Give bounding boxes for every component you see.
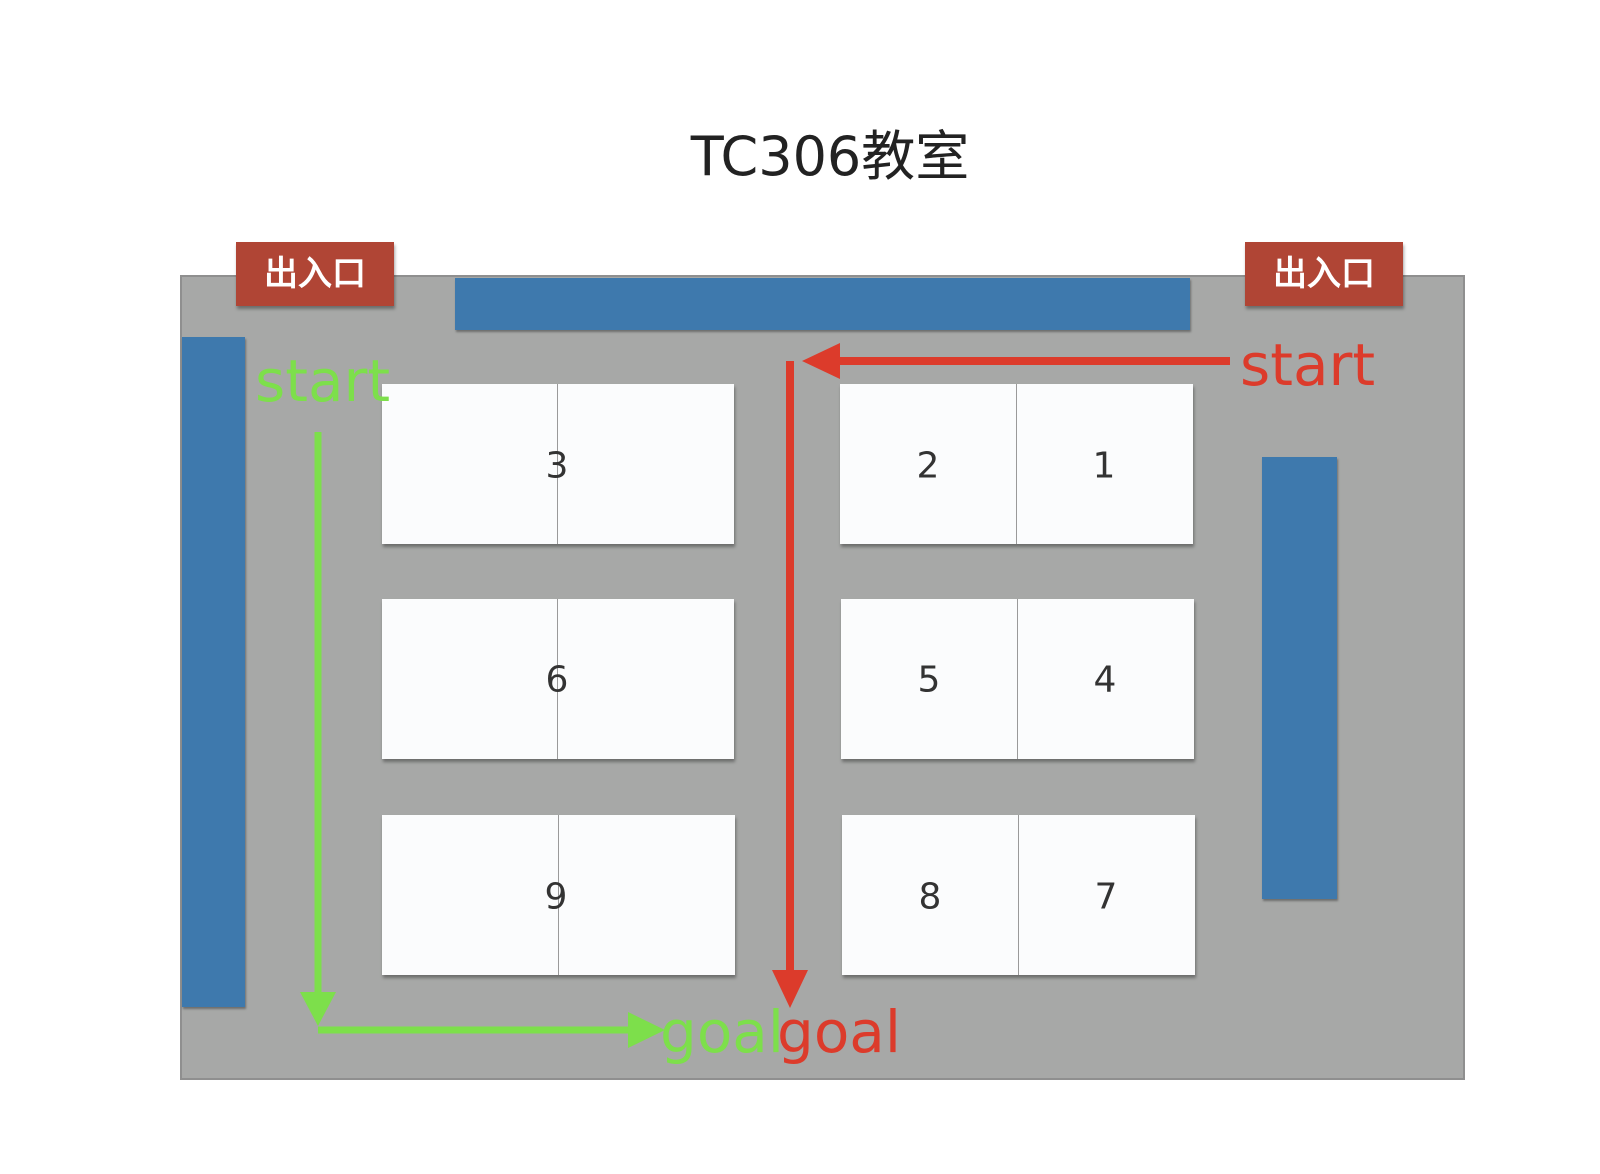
red-start-label: start <box>1240 331 1376 399</box>
table-label: 6 <box>545 659 569 701</box>
table-label: 9 <box>544 876 568 918</box>
table-6: 6 <box>382 599 734 759</box>
table-divider <box>1017 599 1018 759</box>
table-divider <box>1018 815 1019 975</box>
table-label: 5 <box>917 659 941 701</box>
table-label: 2 <box>916 445 940 487</box>
red-arrowhead-left <box>802 343 840 379</box>
whiteboard-left <box>182 337 245 1007</box>
table-divider <box>557 384 558 544</box>
table-label: 4 <box>1093 659 1117 701</box>
green-route <box>300 432 665 1048</box>
red-route <box>772 343 1230 1008</box>
page-title: TC306教室 <box>690 125 970 188</box>
table-3: 3 <box>382 384 734 544</box>
table-2-1: 2 1 <box>840 384 1193 544</box>
green-arrowhead-right <box>628 1012 665 1048</box>
whiteboard-right <box>1262 457 1337 899</box>
table-8-7: 8 7 <box>842 815 1195 975</box>
whiteboard-top <box>455 278 1190 330</box>
exit-left: 出入口 <box>236 242 394 306</box>
red-arrowhead-down <box>772 970 808 1008</box>
table-divider <box>558 815 559 975</box>
table-label: 8 <box>918 876 942 918</box>
red-goal-label: goal <box>777 998 901 1066</box>
green-start-label: start <box>255 347 391 415</box>
table-9: 9 <box>382 815 735 975</box>
exit-right: 出入口 <box>1245 242 1403 306</box>
green-goal-label: goal <box>660 998 784 1066</box>
table-label: 7 <box>1094 876 1118 918</box>
table-label: 1 <box>1092 445 1116 487</box>
table-divider <box>1016 384 1017 544</box>
table-5-4: 5 4 <box>841 599 1194 759</box>
table-label: 3 <box>545 445 569 487</box>
table-divider <box>557 599 558 759</box>
green-arrowhead-down <box>300 992 336 1026</box>
